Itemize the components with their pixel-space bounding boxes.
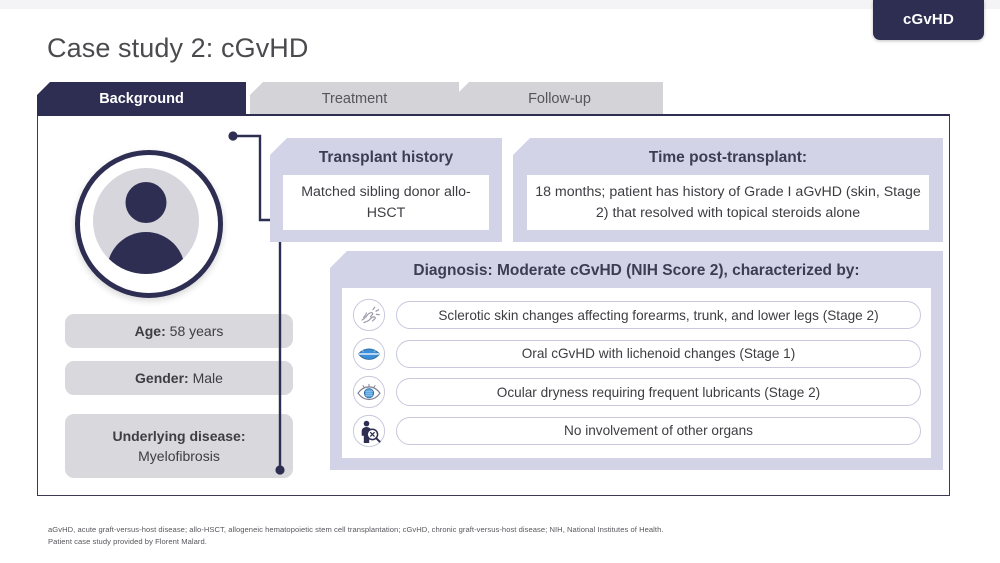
- gender-value: Male: [192, 369, 223, 386]
- gender-label: Gender:: [135, 369, 189, 386]
- page-title: Case study 2: cGvHD: [47, 33, 309, 63]
- patient-disease: Underlying disease: Myelofibrosis: [65, 414, 293, 478]
- diagnosis-row: Ocular dryness requiring frequent lubric…: [352, 375, 921, 409]
- body-examination-icon: [352, 414, 386, 447]
- time-post-transplant-panel: Time post-transplant: 18 months; patient…: [513, 138, 943, 242]
- diagnosis-item-label: Oral cGvHD with lichenoid changes (Stage…: [396, 339, 921, 368]
- age-label: Age:: [134, 322, 166, 339]
- skin-hand-icon: [352, 299, 386, 332]
- footnote: aGvHD, acute graft-versus-host disease; …: [48, 524, 664, 548]
- age-value: 58 years: [169, 322, 224, 339]
- eye-icon: [352, 376, 386, 409]
- tab-followup-label: Follow-up: [528, 90, 591, 107]
- diagnosis-list: Sclerotic skin changes affecting forearm…: [342, 288, 931, 458]
- top-strip: [0, 0, 1000, 9]
- transplant-history-panel: Transplant history Matched sibling donor…: [270, 138, 502, 242]
- footnote-line-1: aGvHD, acute graft-versus-host disease; …: [48, 525, 664, 534]
- diagnosis-item-label: No involvement of other organs: [396, 416, 921, 445]
- footnote-line-2: Patient case study provided by Florent M…: [48, 536, 207, 546]
- transplant-history-title: Transplant history: [318, 149, 454, 166]
- diagnosis-title: Diagnosis: Moderate cGvHD (NIH Score 2),…: [413, 262, 860, 279]
- transplant-history-body: Matched sibling donor allo-HSCT: [283, 175, 489, 230]
- disease-value: Myelofibrosis: [138, 448, 220, 464]
- avatar-body: [107, 232, 185, 274]
- tab-background[interactable]: Background: [37, 82, 246, 115]
- time-post-transplant-body: 18 months; patient has history of Grade …: [527, 175, 929, 230]
- diagnosis-row: Oral cGvHD with lichenoid changes (Stage…: [352, 337, 921, 371]
- diagnosis-panel: Diagnosis: Moderate cGvHD (NIH Score 2),…: [330, 251, 943, 470]
- diagnosis-item-label: Ocular dryness requiring frequent lubric…: [396, 378, 921, 407]
- tab-treatment-label: Treatment: [321, 90, 388, 107]
- diagnosis-item-label: Sclerotic skin changes affecting forearm…: [396, 301, 921, 330]
- mouth-lips-icon: [352, 337, 386, 370]
- patient-gender: Gender: Male: [65, 361, 293, 395]
- diagnosis-row: Sclerotic skin changes affecting forearm…: [352, 298, 921, 332]
- tab-followup[interactable]: Follow-up: [456, 82, 663, 115]
- avatar: [75, 150, 223, 298]
- disease-label: Underlying disease:: [112, 427, 246, 444]
- time-post-transplant-title: Time post-transplant:: [648, 149, 808, 166]
- connector-lines: [228, 131, 285, 475]
- diagnosis-row: No involvement of other organs: [352, 414, 921, 448]
- avatar-head: [125, 182, 167, 223]
- cgvhd-badge: cGvHD: [872, 0, 984, 40]
- tab-background-label: Background: [99, 90, 184, 107]
- person-avatar-icon: [93, 168, 199, 274]
- tab-treatment[interactable]: Treatment: [250, 82, 459, 115]
- patient-age: Age: 58 years: [65, 314, 293, 348]
